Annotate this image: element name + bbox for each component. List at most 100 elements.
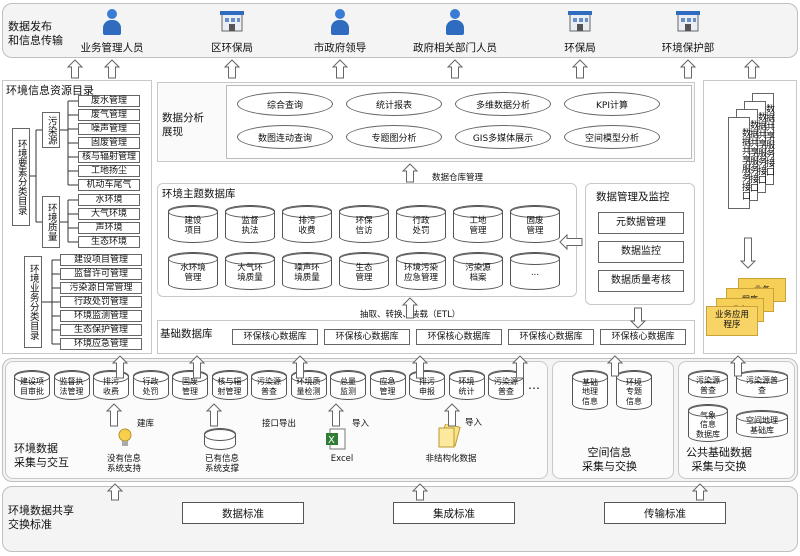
analysis-oval: 专题图分析 — [346, 125, 442, 149]
legacy-db-icon — [204, 428, 236, 450]
business-catalog-label: 环境业务分类目录 — [24, 256, 42, 348]
standard-box: 数据标准 — [182, 502, 304, 524]
public-db-cylinder: 空间地理 基础库 — [736, 410, 788, 438]
catalog-item: 核与辐射管理 — [78, 151, 140, 163]
etl-label: 抽取、转换、装载（ETL） — [360, 310, 461, 320]
source-db-cylinder-label: 应急 管理 — [379, 377, 396, 396]
source-db-cylinder: 总量 监测 — [330, 370, 366, 400]
theme-db-cylinder: 大气环 境质量 — [225, 252, 275, 290]
person-body — [103, 20, 121, 35]
catalog-item: 大气环境 — [78, 208, 140, 220]
standard-box: 集成标准 — [393, 502, 515, 524]
monitor-item: 数据质量考核 — [598, 270, 684, 292]
flow-arrow — [446, 59, 464, 79]
source-db-cylinder-label: 环境 统计 — [458, 377, 475, 396]
pollution-label: 污染源 — [42, 112, 60, 148]
source-label: 已有信息 系统支撑 — [204, 454, 239, 475]
user-label-1: 区环保局 — [211, 42, 253, 54]
theme-db-cylinder-label: 环保 信访 — [355, 215, 373, 236]
source-label: 没有信息 系统支持 — [106, 454, 141, 475]
public-title: 公共基础数据 采集与交换 — [686, 446, 752, 474]
catalog-item: 建设项目管理 — [60, 254, 142, 266]
source-db-cylinder-label: 排污 申报 — [419, 377, 435, 396]
catalog-item: 污染源日常管理 — [60, 282, 142, 294]
base-db-item: 环保核心数据库 — [508, 329, 594, 345]
catalog-item: 监督许可管理 — [60, 268, 142, 280]
person-head — [335, 9, 345, 19]
source-db-cylinder: 监督执 法管理 — [53, 370, 90, 400]
flow-arrow — [743, 59, 761, 79]
monitor-item: 元数据管理 — [598, 212, 684, 234]
source-action-label: 建库 — [137, 419, 155, 429]
catalog-item: 工地扬尘 — [78, 165, 140, 177]
source-db-cylinder: 环境 统计 — [448, 370, 485, 400]
base-db-item: 环保核心数据库 — [600, 329, 686, 345]
analysis-oval: 数图连动查询 — [237, 125, 333, 149]
source-label: Excel — [330, 454, 354, 464]
warehouse-label: 数据仓库管理 — [432, 173, 484, 183]
standard-box: 传输标准 — [604, 502, 726, 524]
person-icon — [330, 9, 350, 35]
catalog-item: 生态环境 — [78, 236, 140, 248]
source-db-cylinder-label: 总量 监测 — [340, 377, 356, 396]
theme-db-cylinder-label: 噪声环 境质量 — [294, 262, 320, 283]
analysis-title: 数据分析 展现 — [162, 112, 204, 138]
user-label-0: 业务管理人员 — [80, 42, 144, 54]
analysis-oval: 空间模型分析 — [564, 125, 660, 149]
spatial-title: 空间信息 采集与交换 — [582, 446, 637, 474]
flow-arrow — [679, 59, 697, 79]
theme-db-cylinder: 噪声环 境质量 — [282, 252, 332, 290]
base-db-title: 基础数据库 — [160, 328, 213, 340]
source-db-cylinder-label: 固废 管理 — [182, 377, 198, 396]
source-db-cylinder: 排污 收费 — [93, 370, 129, 400]
flow-arrow — [66, 59, 84, 79]
catalog-item: 固废管理 — [78, 137, 140, 149]
spatial-db-cylinder: 环境 专题 信息 — [616, 370, 652, 410]
element-catalog-label: 环境要素分类目录 — [12, 128, 30, 226]
source-db-cylinder-label: 行政 处罚 — [142, 377, 159, 396]
analysis-oval: 统计报表 — [346, 92, 442, 116]
theme-db-cylinder: 环境污染 应急管理 — [396, 252, 446, 290]
base-db-item: 环保核心数据库 — [416, 329, 502, 345]
theme-db-cylinder: 行政 处罚 — [396, 205, 446, 243]
publish-title: 数据发布 和信息传输 — [8, 20, 63, 48]
source-db-cylinder: 固废 管理 — [172, 370, 208, 400]
theme-db-cylinder-label: 建设 项目 — [184, 215, 202, 236]
theme-db-cylinder: 排污 收费 — [282, 205, 332, 243]
theme-db-cylinder-label: 水环境 管理 — [180, 262, 206, 283]
theme-db-cylinder-label: 生态 管理 — [355, 262, 373, 283]
source-db-cylinder-label: 污染源 普查 — [494, 377, 518, 396]
source-db-cylinder-label: 排污 收费 — [103, 377, 119, 396]
theme-db-cylinder-label: 排污 收费 — [298, 215, 316, 236]
flow-arrow — [401, 163, 419, 183]
theme-db-cylinder: 工地 管理 — [453, 205, 503, 243]
public-db-cylinder-label: 气象 信息 数据库 — [696, 410, 720, 439]
user-label-2: 市政府领导 — [313, 42, 367, 54]
collect-title: 环境数据 采集与交互 — [14, 442, 69, 470]
theme-db-cylinder-label: 行政 处罚 — [412, 215, 430, 236]
catalog-item: 机动车尾气 — [78, 179, 140, 191]
source-db-cylinder: 核与辐 射管理 — [211, 370, 248, 400]
theme-db-cylinder: 污染源 档案 — [453, 252, 503, 290]
catalog-item: 行政处罚管理 — [60, 296, 142, 308]
source-db-cylinder-label: 污染源 普查 — [257, 377, 281, 396]
person-icon — [445, 9, 465, 35]
quality-label: 环境质量 — [42, 196, 60, 248]
person-head — [107, 9, 117, 19]
user-label-5: 环境保护部 — [661, 42, 715, 54]
building-icon — [567, 9, 593, 33]
building-icon — [219, 9, 245, 33]
source-db-cylinder: 行政 处罚 — [132, 370, 169, 400]
analysis-oval: KPI计算 — [564, 92, 660, 116]
person-icon — [102, 9, 122, 35]
public-db-cylinder: 气象 信息 数据库 — [688, 404, 728, 442]
standards-title: 环境数据共享 交换标准 — [8, 504, 74, 532]
public-db-cylinder: 污染源普 查 — [736, 370, 788, 398]
source-db-cylinder: 应急 管理 — [369, 370, 406, 400]
theme-db-cylinder-label: 大气环 境质量 — [237, 262, 263, 283]
theme-db-cylinder-label: 环境污染 应急管理 — [403, 262, 438, 283]
flow-arrow — [331, 59, 349, 79]
catalog-item: 水环境 — [78, 194, 140, 206]
base-db-item: 环保核心数据库 — [324, 329, 410, 345]
source-db-cylinder-label: 建设项 目审批 — [20, 377, 44, 396]
